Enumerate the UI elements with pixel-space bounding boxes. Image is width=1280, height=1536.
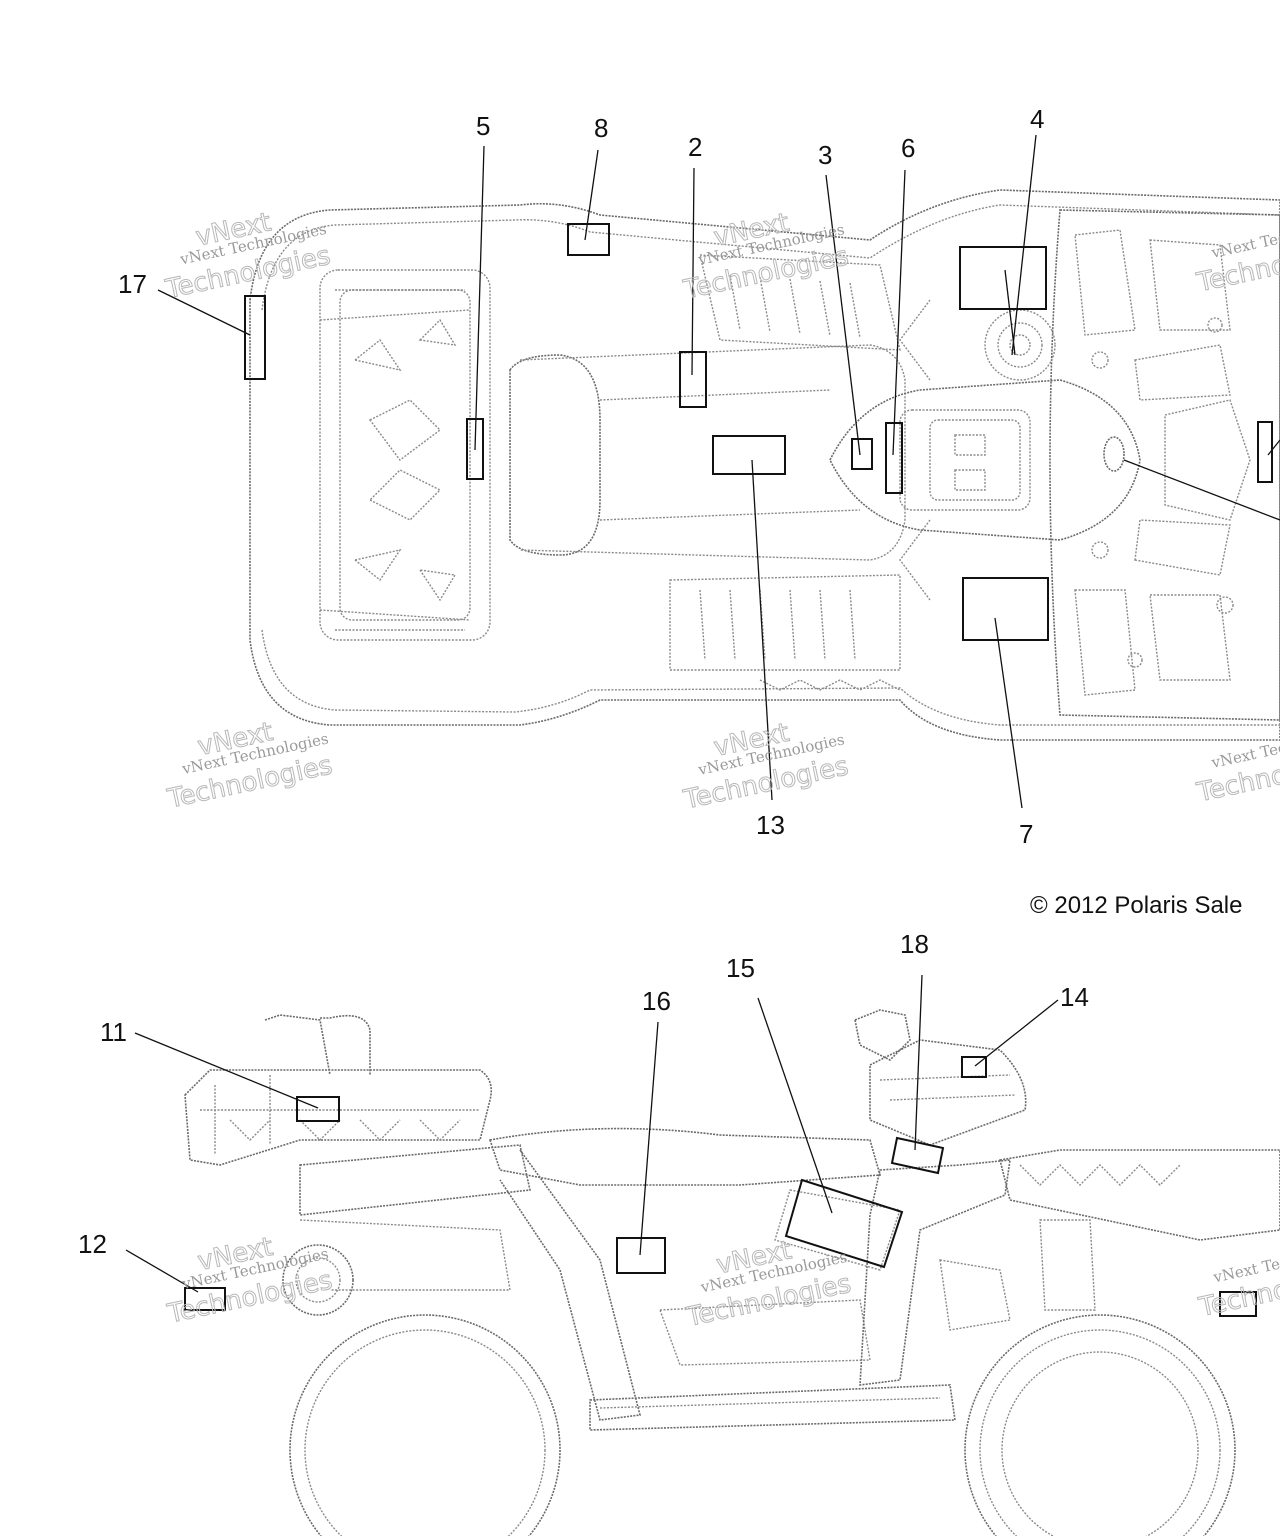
watermark-bottom-left: vNext Technologies vNext Technologies: [164, 1232, 336, 1331]
decal-8-box: [567, 223, 610, 256]
decal-12-box: [184, 1287, 226, 1311]
side-view-leaders: [125, 974, 1059, 1293]
callout-3: 3: [818, 140, 832, 170]
decal-3-box: [851, 438, 873, 470]
callout-2: 2: [688, 132, 702, 162]
callout-4: 4: [1030, 104, 1044, 134]
side-view-vehicle: [184, 1009, 1280, 1536]
decal-2-box: [679, 351, 707, 408]
watermark-bottom-center: vNext Technologies vNext Technologies: [683, 1235, 855, 1334]
callout-18: 18: [900, 929, 929, 959]
callout-5: 5: [476, 111, 490, 141]
callout-16: 16: [642, 986, 671, 1016]
watermark-top-center: vNext Technologies vNext Technologies: [680, 207, 852, 306]
watermark-bottom-right: vNext Technologies Technologies: [1195, 1238, 1280, 1324]
decal-17-box: [244, 295, 266, 380]
callout-8: 8: [594, 113, 608, 143]
decal-13-box: [712, 435, 786, 475]
callout-12: 12: [78, 1229, 107, 1259]
decal-11-box: [296, 1096, 340, 1122]
copyright-text: © 2012 Polaris Sale: [1030, 892, 1242, 919]
top-view-vehicle: [249, 189, 1280, 741]
callout-14: 14: [1060, 982, 1089, 1012]
callout-15: 15: [726, 953, 755, 983]
decal-7-box: [962, 577, 1049, 641]
callout-13: 13: [756, 810, 785, 840]
decal-18-box: [890, 1136, 945, 1175]
top-view-leaders: [157, 134, 1280, 809]
watermark-mid-right: vNext Technologies Technologies: [1193, 723, 1280, 809]
watermark-top-left: vNext Technologies vNext Technologies: [162, 207, 334, 306]
decal-edge-side-box: [1219, 1291, 1257, 1317]
callout-11: 11: [100, 1017, 127, 1047]
watermark-top-right: vNext Technologies Technologies: [1193, 213, 1280, 299]
decal-5-box: [466, 418, 484, 480]
watermark-mid-center: vNext Technologies vNext Technologies: [680, 717, 852, 816]
decal-14-box: [961, 1056, 987, 1078]
decal-edge-box: [1257, 421, 1273, 483]
callout-17: 17: [118, 269, 147, 299]
decal-4-box: [959, 246, 1047, 310]
callout-6: 6: [901, 133, 915, 163]
decal-15-box: [784, 1178, 904, 1269]
top-view-callouts: 5 8 2 3 6 4 17 13 7: [118, 104, 1044, 849]
side-view-callouts: 18 15 16 14 11 12: [78, 929, 1089, 1259]
callout-7: 7: [1019, 819, 1033, 849]
